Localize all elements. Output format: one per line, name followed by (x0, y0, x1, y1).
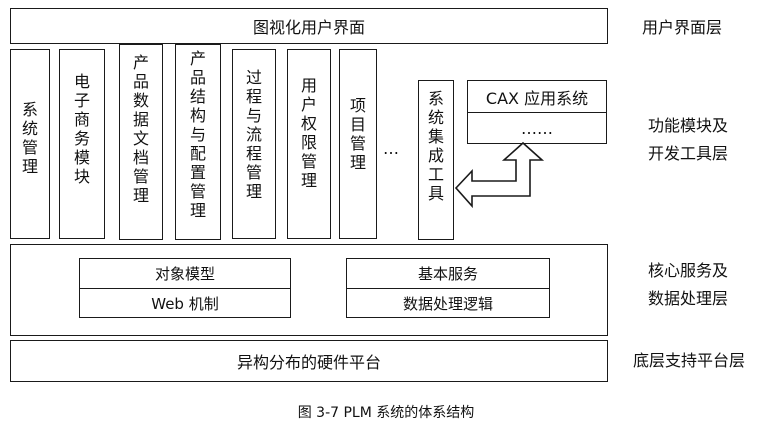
module-ecommerce: 电子商务模块 (59, 49, 105, 239)
module-label: 项目管理 (349, 96, 366, 172)
layer-ui-label: 用户界面层 (642, 18, 723, 37)
layer-base-label: 底层支持平台层 (633, 351, 746, 370)
module-label: 系统管理 (21, 100, 38, 176)
figure-caption: 图 3-7 PLM 系统的体系结构 (297, 405, 475, 421)
cax-system: CAX 应用系统 …… (467, 80, 607, 144)
gui-bar: 图视化用户界面 (10, 8, 608, 44)
object-model: 对象模型 (80, 259, 290, 289)
module-system-integration-tool: 系统集成工具 (418, 80, 454, 240)
module-label: 过程与流程管理 (245, 68, 262, 201)
layer-function-label-2: 开发工具层 (648, 144, 729, 163)
module-user-permission: 用户权限管理 (287, 49, 331, 239)
module-label: 产品结构与配置管理 (189, 49, 206, 220)
cax-more: …… (521, 118, 553, 138)
module-project-management: 项目管理 (339, 49, 377, 239)
core-left-group: 对象模型 Web 机制 (79, 258, 291, 318)
cax-title: CAX 应用系统 (468, 81, 606, 113)
hardware-platform: 异构分布的硬件平台 (10, 340, 608, 382)
module-process-workflow: 过程与流程管理 (232, 49, 276, 239)
module-label: 产品数据文档管理 (132, 53, 149, 205)
module-ellipsis: … (383, 139, 400, 158)
arrow-shape (454, 141, 545, 209)
data-processing-logic: 数据处理逻辑 (402, 294, 493, 313)
hardware-platform-label: 异构分布的硬件平台 (236, 353, 381, 372)
layer-core-label-1: 核心服务及 (648, 261, 729, 280)
web-mechanism: Web 机制 (151, 294, 219, 313)
module-product-structure-config: 产品结构与配置管理 (175, 44, 221, 240)
basic-service: 基本服务 (347, 259, 549, 289)
layer-function-label-1: 功能模块及 (648, 116, 729, 135)
module-label: 用户权限管理 (300, 76, 317, 190)
layer-core-label-2: 数据处理层 (648, 289, 729, 308)
module-system-management: 系统管理 (10, 49, 50, 239)
module-label: 系统集成工具 (427, 89, 444, 203)
core-right-group: 基本服务 数据处理逻辑 (346, 258, 550, 318)
core-layer: 对象模型 Web 机制 基本服务 数据处理逻辑 (10, 244, 608, 336)
module-label: 电子商务模块 (73, 72, 90, 186)
module-product-data-doc: 产品数据文档管理 (119, 44, 163, 240)
gui-bar-label: 图视化用户界面 (252, 18, 365, 37)
